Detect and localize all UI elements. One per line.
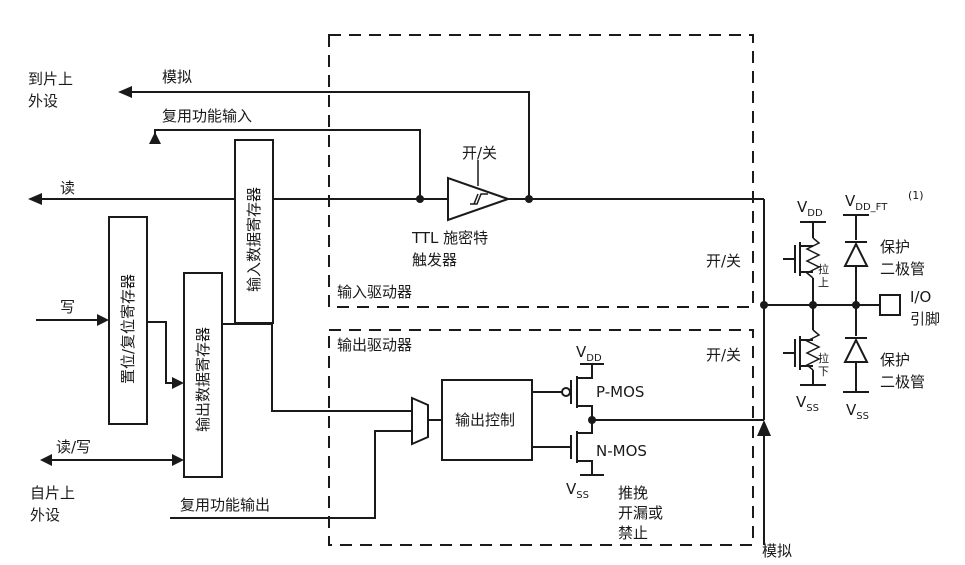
read-arrow xyxy=(28,193,42,205)
ttl-schmitt-label: TTL 施密特 xyxy=(411,229,488,247)
hysteresis-icon xyxy=(473,193,479,205)
vdd-ft-note: (1) xyxy=(908,189,924,202)
vdd-ft-label: VDD_FT xyxy=(845,192,888,213)
output-on-off-label: 开/关 xyxy=(706,346,741,364)
protect-diode-bottom-label: 二极管 xyxy=(880,373,925,391)
output-driver-box xyxy=(328,329,754,546)
hysteresis-icon xyxy=(470,193,488,205)
io-pin-label: I/O xyxy=(910,288,931,306)
read-write-arrow-right xyxy=(172,454,184,466)
write-label: 写 xyxy=(60,298,75,316)
read-write-label: 读/写 xyxy=(56,438,91,456)
output-data-register-box xyxy=(183,272,223,478)
analog-label: 模拟 xyxy=(162,68,192,86)
to-onchip-label: 外设 xyxy=(28,92,58,110)
read-write-arrow-left xyxy=(40,454,52,466)
vss-diode-label: VSS xyxy=(846,401,869,422)
analog-out-arrow xyxy=(118,86,132,98)
output-control-box xyxy=(441,379,533,461)
input-driver-label: 输入驱动器 xyxy=(337,283,412,301)
junction-dot xyxy=(416,195,424,203)
schmitt-trigger xyxy=(447,176,512,222)
nmos-label: N-MOS xyxy=(596,442,647,460)
vss-pulldown-label: VSS xyxy=(796,393,819,414)
vdd-pullup-label: VDD xyxy=(797,198,823,219)
junction-dot xyxy=(588,416,596,424)
set-reset-register-label: 置位/复位寄存器 xyxy=(119,274,137,384)
vdd-label: VDD xyxy=(576,343,602,364)
input-on-off-label: 开/关 xyxy=(706,252,741,270)
vss-label: VSS xyxy=(566,480,589,501)
protection-diode-bottom xyxy=(843,337,869,363)
alt-input-arrow xyxy=(149,132,161,144)
output-driver-label: 输出驱动器 xyxy=(337,336,412,354)
nmos-drain xyxy=(577,420,593,434)
alt-output-line xyxy=(170,430,412,519)
analog-out-line xyxy=(130,91,530,199)
protect-diode-top-label: 保护 xyxy=(880,238,910,256)
set-reset-register-box xyxy=(108,216,148,425)
set-to-output-arrow xyxy=(172,377,184,389)
nmos-source xyxy=(577,460,593,475)
pull-up-label: 上 xyxy=(818,276,829,289)
pmos-gate-bubble xyxy=(561,387,571,397)
output-control-label: 输出控制 xyxy=(455,411,515,429)
set-to-output-line xyxy=(147,321,178,384)
pull-down-label: 拉 xyxy=(818,351,829,365)
analog-in-arrow xyxy=(757,420,771,436)
push-pull-label: 开漏或 xyxy=(618,504,663,522)
input-driver-box xyxy=(328,34,754,308)
pmos-drain xyxy=(577,405,593,420)
push-pull-label: 推挽 xyxy=(618,484,648,502)
write-arrow xyxy=(97,314,109,326)
protect-diode-bottom-label: 保护 xyxy=(880,351,910,369)
push-pull-label: 禁止 xyxy=(618,524,648,542)
output-mux xyxy=(411,396,429,446)
io-pin-box xyxy=(879,294,901,316)
from-onchip-label: 自片上 xyxy=(30,484,75,502)
alt-func-input-label: 复用功能输入 xyxy=(162,107,252,125)
pulldown-resistor xyxy=(805,329,821,371)
io-pin-label: 引脚 xyxy=(910,310,940,328)
protect-diode-top-label: 二极管 xyxy=(880,260,925,278)
to-onchip-label: 到片上 xyxy=(28,70,73,88)
schmitt-on-off-label: 开/关 xyxy=(462,144,497,162)
pull-up-label: 拉 xyxy=(818,262,829,276)
from-onchip-label: 外设 xyxy=(30,506,60,524)
pmos-label: P-MOS xyxy=(596,383,644,401)
odr-to-mux-line xyxy=(222,323,412,412)
read-label: 读 xyxy=(60,179,75,197)
ttl-schmitt-label: 触发器 xyxy=(412,251,457,269)
protection-diode-top xyxy=(843,241,869,267)
output-data-register-label: 输出数据寄存器 xyxy=(194,327,212,432)
input-data-register-label: 输入数据寄存器 xyxy=(245,187,263,292)
pmos-source xyxy=(577,364,593,379)
alt-input-line xyxy=(154,129,421,199)
alt-func-output-label: 复用功能输出 xyxy=(180,496,270,514)
junction-dot xyxy=(525,195,533,203)
analog-in-label: 模拟 xyxy=(762,542,792,560)
pull-down-label: 下 xyxy=(818,365,829,378)
